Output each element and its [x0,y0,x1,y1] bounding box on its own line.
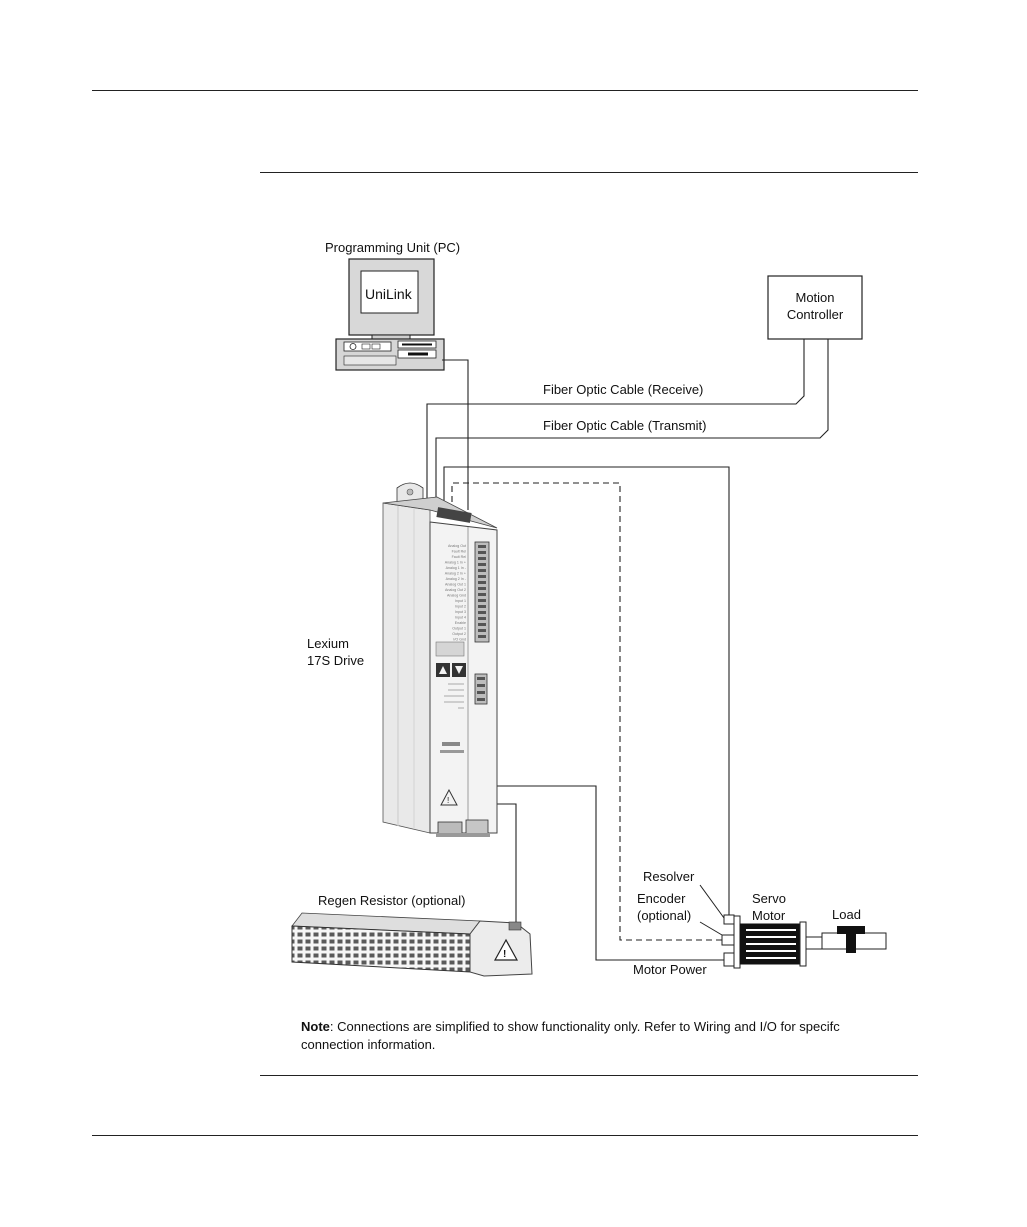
drive-panel-label: Input 4 [455,616,466,620]
drive-panel-label: Analog Out [448,544,466,548]
pc-label: Programming Unit (PC) [325,240,460,255]
note-text: : Connections are simplified to show fun… [301,1019,840,1052]
servo-motor [721,914,823,969]
fiber-receive-label: Fiber Optic Cable (Receive) [543,382,703,397]
section-bottom-rule [260,1075,918,1076]
drive-side-panel [382,502,431,834]
drive-panel-label: Analog Out 1 [445,583,466,587]
drive-panel-label: Input 2 [455,605,466,609]
unilink-label: UniLink [365,286,413,302]
fiber-receive-cable [426,339,805,512]
load-icon-stem [846,926,856,953]
motion-controller-line2: Controller [787,307,844,322]
section-top-rule [260,172,918,173]
drive-bottom-connector-2 [465,819,489,835]
drive-display [435,641,465,657]
pc-button-icon [349,343,357,350]
pc-slot-b [371,343,381,350]
regen-warning-icon [493,938,519,961]
drive-panel-label: Input 1 [455,599,466,603]
resolver-connector [723,914,735,925]
regen-label: Regen Resistor (optional) [318,893,465,908]
regen-warning-mark: ! [503,949,506,960]
drive-panel-label: Fault Rel [452,550,467,554]
pc-slot-a [361,343,371,350]
servo-label-line1: Servo [752,891,786,906]
monitor-screen [360,270,419,314]
cables [426,339,829,961]
aux-terminal-block [474,673,488,705]
drive-mount-hole [406,488,414,496]
drive-warning-mark: ! [447,796,449,805]
aux-terminal-pins [477,677,485,701]
encoder-label-line2: (optional) [637,908,691,923]
drive-status-lines [444,683,464,709]
drive-panel-label: Analog Out 2 [445,588,466,592]
load-label: Load [832,907,861,922]
fiber-transmit-label: Fiber Optic Cable (Transmit) [543,418,707,433]
drive-logo [442,742,460,746]
motor-power-label: Motor Power [633,962,707,977]
motor-flange [733,915,741,969]
pc-floppy-slot [408,352,428,356]
drive-panel-label: Analog 1 In + [445,561,466,565]
regen-resistor: ! [291,912,533,977]
pc-front-panel [343,355,397,366]
pc-unit: Programming Unit (PC) UniLink [325,240,460,371]
resolver-cable [443,466,730,915]
motor-power-cable [494,785,724,961]
io-terminal-pins [478,545,486,638]
regen-cable [494,803,517,924]
fiber-transmit-cable [435,339,829,512]
drive-panel-label: Enable [455,621,466,625]
drive-panel-label: Analog 2 In - [446,577,467,581]
drive-warning-icon [440,788,458,806]
regen-grille [291,925,471,973]
motor-shaft [805,936,823,950]
pc-cd-slot [402,343,432,346]
resolver-label: Resolver [643,869,695,884]
motion-controller-box [767,275,863,340]
resolver-pointer [699,884,725,919]
drive-bottom-base [436,833,490,837]
drive-logo-sub [440,750,464,753]
up-arrow-icon [439,666,447,674]
footer-rule [92,1135,918,1136]
drive-panel-label: Analog Gnd [447,594,466,598]
note-label: Note [301,1019,330,1034]
pc-cable [442,359,469,510]
encoder-connector [721,934,735,946]
regen-terminal [508,921,522,931]
down-arrow-icon [455,666,463,674]
encoder-label-line1: Encoder [637,891,686,906]
drive-panel-label: Output 1 [452,627,466,631]
motion-controller-line1: Motion [795,290,834,305]
drive-panel-label: Analog 2 In + [445,572,466,576]
motor-end-cap [799,921,807,967]
motor-fins [746,929,796,959]
drive-panel-label: Output 2 [452,632,466,636]
motion-controller: Motion Controller [767,275,863,340]
header-rule [92,90,918,91]
drive-label-line2: 17S Drive [307,653,364,668]
drive-label-line1: Lexium [307,636,349,651]
drive-panel-label: Analog 1 In - [446,566,467,570]
note: Note: Connections are simplified to show… [301,1018,901,1054]
drive-top-connector [436,507,472,523]
drive-panel-label: I/O Gnd [453,638,466,642]
servo-label-line2: Motor [752,908,786,923]
drive-panel-label: Input 3 [455,610,466,614]
drive-panel-label: Fault Rel [452,555,467,559]
load [821,926,887,953]
encoder-pointer [699,921,723,936]
